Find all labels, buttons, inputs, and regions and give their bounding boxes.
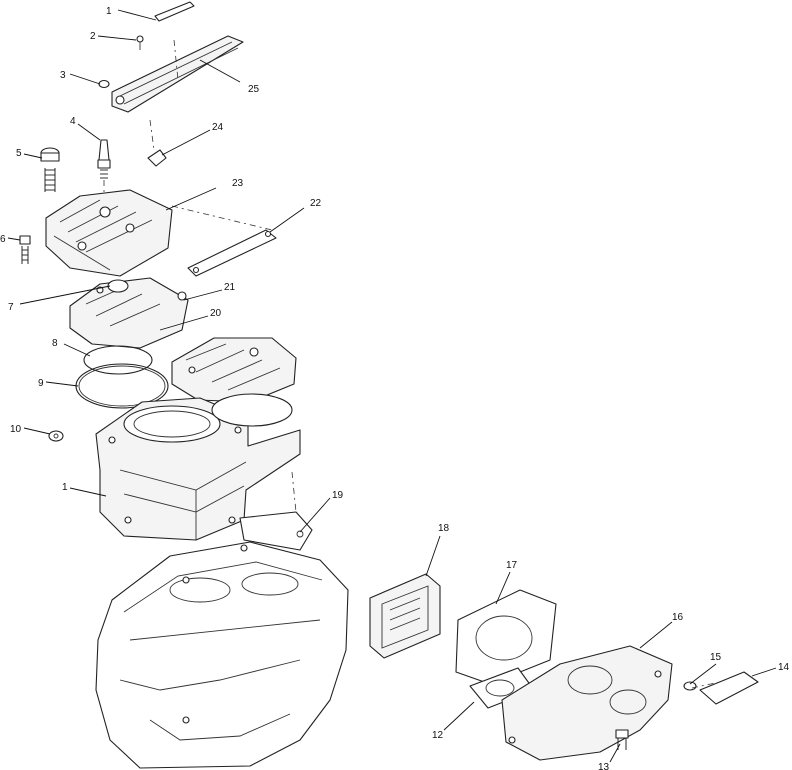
part-cap-bolt-5 — [40, 147, 60, 192]
part-bolt-6 — [19, 235, 31, 264]
callout-15: 15 — [710, 652, 722, 663]
part-cylinder-head-20 — [171, 337, 297, 403]
callout-14: 14 — [778, 662, 790, 673]
callout-5: 5 — [16, 148, 22, 159]
callout-19: 19 — [332, 490, 344, 501]
callout-1: 1 — [106, 6, 112, 17]
callout-4: 4 — [70, 116, 76, 127]
part-spark-plug-4 — [97, 139, 111, 200]
part-o-ring-8 — [83, 345, 153, 375]
part-manifold-16 — [501, 645, 673, 761]
part-rail-25 — [111, 35, 244, 113]
part-intake-spacer-17 — [455, 589, 557, 685]
part-cylinder-head-21 — [69, 277, 189, 349]
callout-6: 6 — [0, 234, 6, 245]
callout-13: 13 — [598, 762, 610, 770]
part-nut-15 — [683, 681, 697, 691]
part-base-gasket-19 — [239, 471, 313, 551]
callout-leaders — [7, 9, 777, 763]
callout-7: 7 — [8, 302, 14, 313]
callout-1-block: 1 — [62, 482, 68, 493]
callout-10: 10 — [10, 424, 22, 435]
callout-labels: 1 2 3 4 5 6 7 8 9 10 1 12 13 14 15 16 17… — [0, 6, 790, 770]
callout-8: 8 — [52, 338, 58, 349]
part-screw-2 — [136, 35, 144, 50]
callout-12: 12 — [432, 730, 444, 741]
part-reed-valve-18 — [369, 573, 441, 659]
callout-21: 21 — [224, 282, 236, 293]
part-hose-1 — [154, 1, 195, 22]
part-bracket-22 — [171, 205, 277, 277]
part-nut-10 — [48, 430, 64, 442]
callout-23: 23 — [232, 178, 244, 189]
part-clip-24 — [147, 119, 167, 167]
part-crankcase — [95, 541, 349, 769]
callout-24: 24 — [212, 122, 224, 133]
callout-20: 20 — [210, 308, 222, 319]
callout-2: 2 — [90, 31, 96, 42]
callout-9: 9 — [38, 378, 44, 389]
callout-16: 16 — [672, 612, 684, 623]
callout-17: 17 — [506, 560, 518, 571]
part-bracket-14 — [691, 671, 759, 705]
part-nut-3 — [98, 79, 110, 89]
callout-22: 22 — [310, 198, 322, 209]
callout-25: 25 — [248, 84, 260, 95]
callout-3: 3 — [60, 70, 66, 81]
callout-18: 18 — [438, 523, 450, 534]
part-cylinder-block-1 — [95, 393, 301, 541]
part-head-cover-23 — [45, 189, 173, 277]
